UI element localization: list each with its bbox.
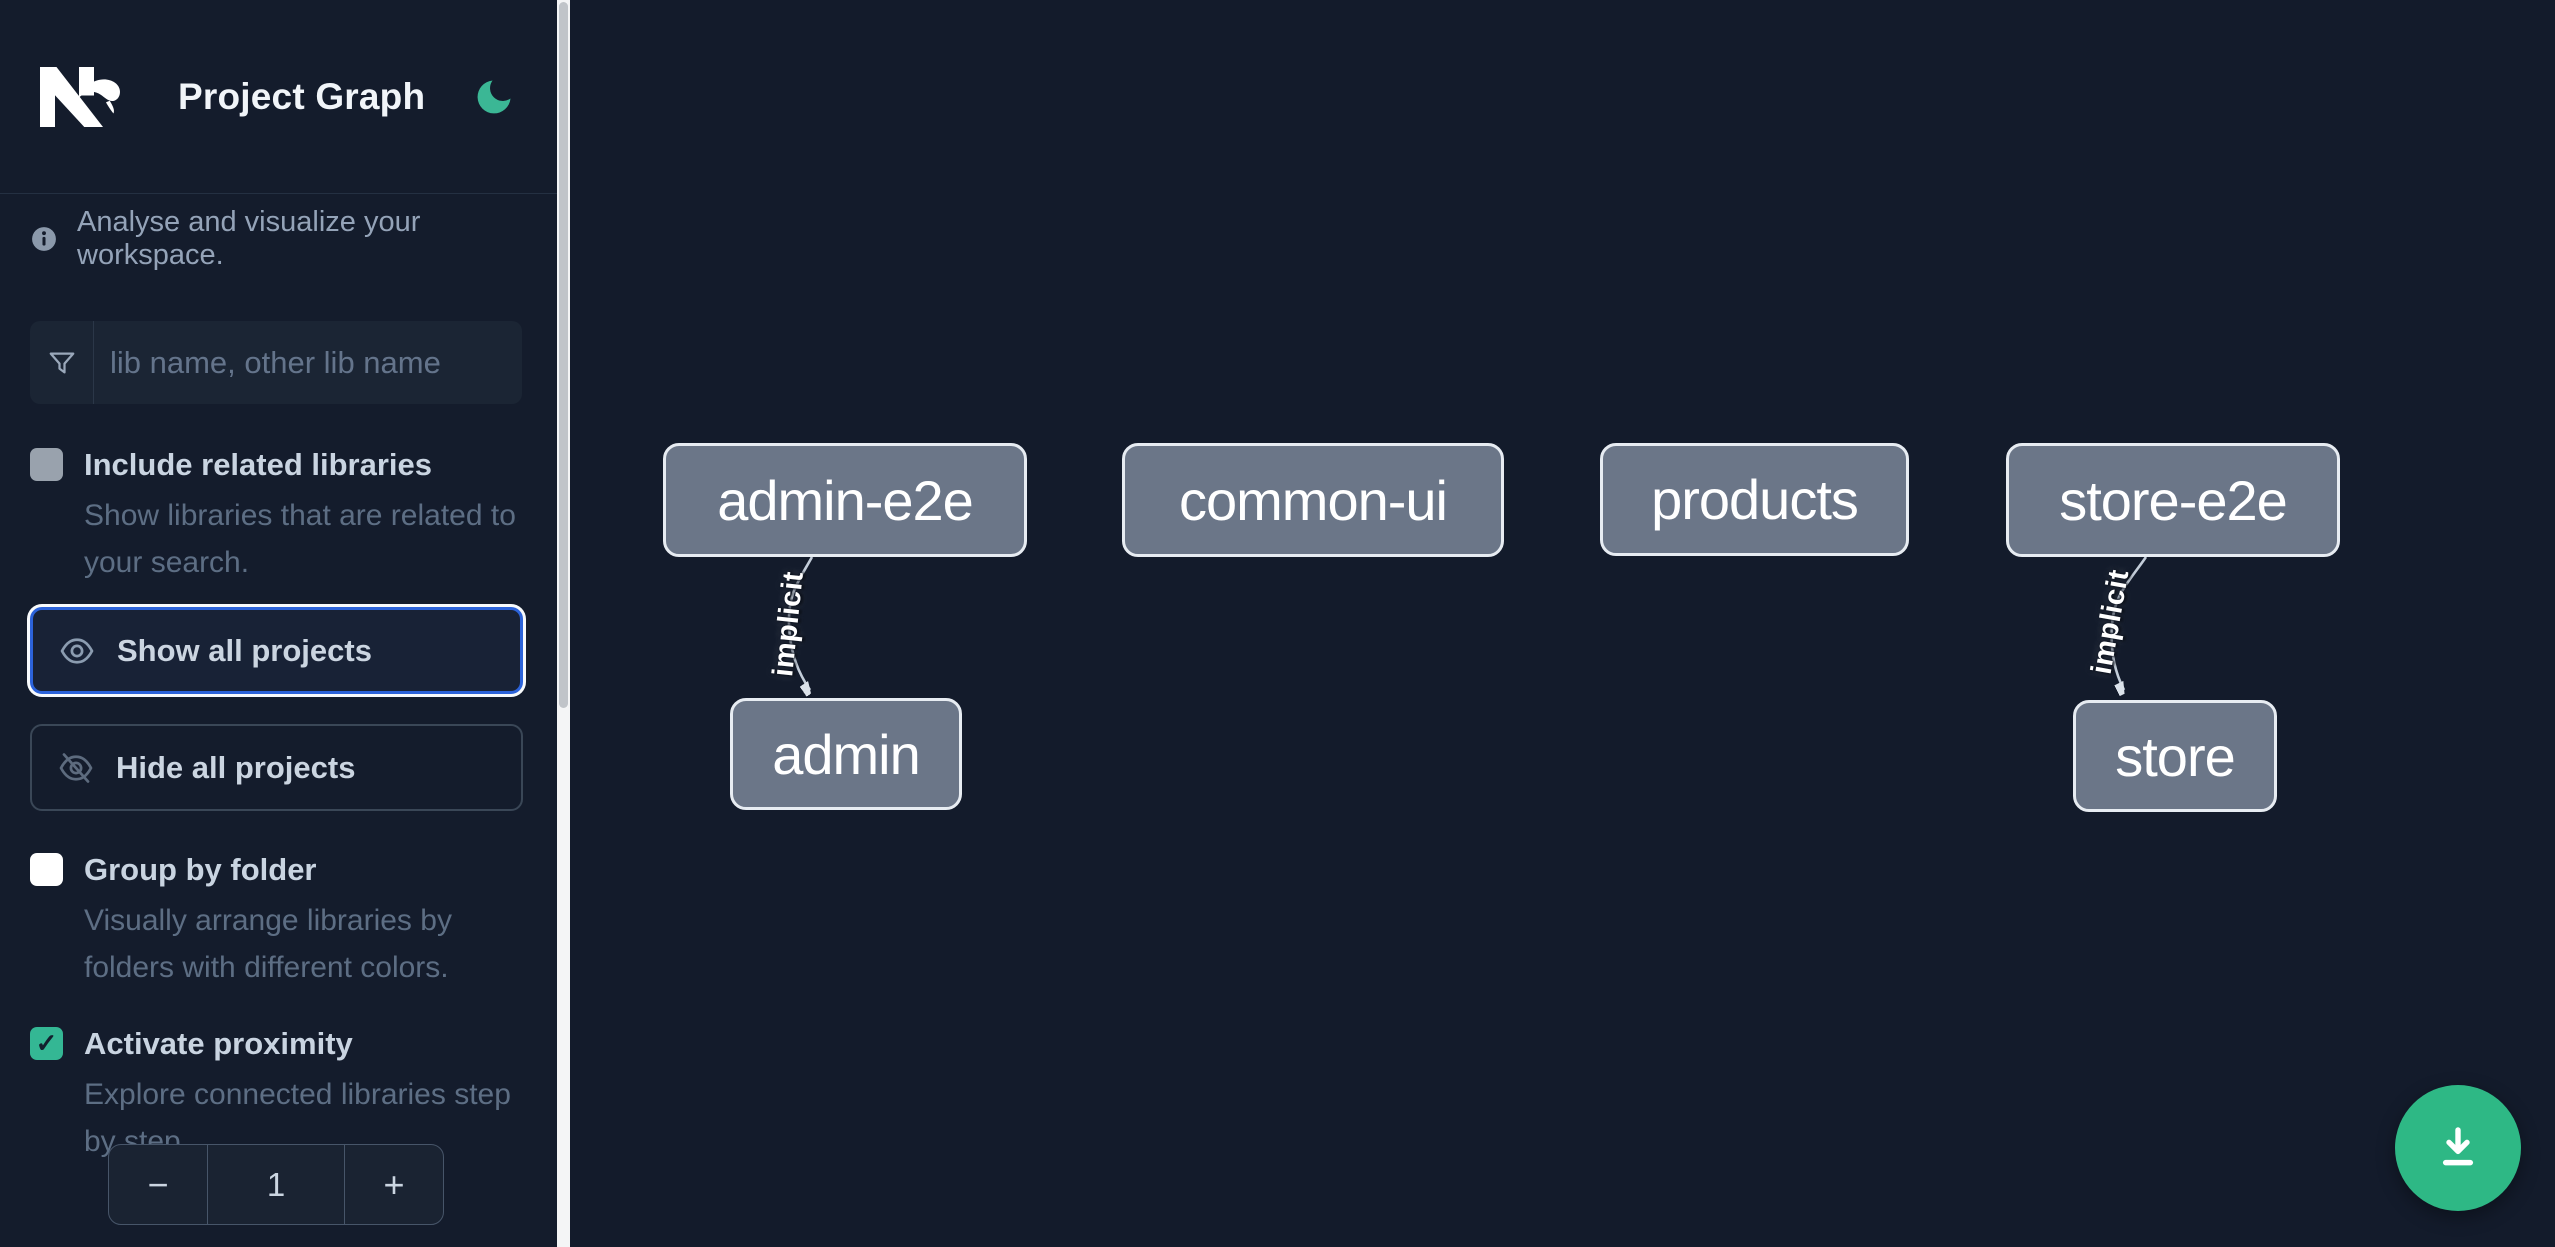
hide-all-projects-label: Hide all projects xyxy=(116,749,356,785)
check-icon: ✓ xyxy=(35,1028,58,1058)
graph-node-store-e2e[interactable]: store-e2e xyxy=(2006,443,2340,557)
proximity-increment-button[interactable]: + xyxy=(383,1163,405,1205)
eye-off-icon xyxy=(59,752,93,783)
graph-node-admin-e2e[interactable]: admin-e2e xyxy=(663,443,1027,557)
group-by-folder-description: Visually arrange libraries by folders wi… xyxy=(84,904,452,984)
info-icon xyxy=(32,227,56,251)
proximity-stepper: − 1 + xyxy=(108,1144,444,1225)
graph-node-products[interactable]: products xyxy=(1600,443,1909,556)
sidebar-scrollbar-thumb[interactable] xyxy=(559,2,568,708)
include-related-label[interactable]: Include related libraries xyxy=(84,447,433,482)
group-by-folder-label[interactable]: Group by folder xyxy=(84,852,317,887)
graph-canvas[interactable] xyxy=(570,0,2555,1247)
search-box xyxy=(30,321,522,404)
include-related-description: Show libraries that are related to your … xyxy=(84,499,516,579)
filter-icon-cell xyxy=(30,321,94,404)
theme-toggle-button[interactable] xyxy=(471,74,517,120)
sidebar-scrollbar[interactable] xyxy=(557,0,570,1247)
group-by-folder-checkbox[interactable] xyxy=(30,853,63,886)
show-all-projects-button[interactable]: Show all projects xyxy=(30,607,523,694)
proximity-value: 1 xyxy=(207,1145,345,1224)
moon-icon xyxy=(477,80,511,113)
activate-proximity-label[interactable]: Activate proximity xyxy=(84,1026,353,1061)
hide-all-projects-button[interactable]: Hide all projects xyxy=(30,724,523,811)
download-fab-button[interactable] xyxy=(2395,1085,2521,1211)
sidebar-header: Project Graph xyxy=(0,0,558,194)
download-icon xyxy=(2442,1127,2474,1166)
show-all-projects-label: Show all projects xyxy=(117,632,372,668)
tagline-text: Analyse and visualize your workspace. xyxy=(77,206,421,271)
tagline-row: Analyse and visualize your workspace. xyxy=(31,206,570,272)
proximity-decrement-button[interactable]: − xyxy=(147,1163,169,1205)
graph-node-common-ui[interactable]: common-ui xyxy=(1122,443,1504,557)
nx-logo-icon xyxy=(40,66,121,127)
graph-node-store[interactable]: store xyxy=(2073,700,2277,812)
include-related-checkbox[interactable] xyxy=(30,448,63,481)
sidebar: Project Graph Analyse and visualize your… xyxy=(0,0,570,1247)
funnel-icon xyxy=(49,352,74,373)
group-by-folder-toggle: Group by folder Visually arrange librari… xyxy=(30,851,530,991)
page-title: Project Graph xyxy=(178,75,426,117)
include-related-toggle: Include related libraries Show libraries… xyxy=(30,446,530,586)
eye-icon xyxy=(60,637,94,664)
activate-proximity-checkbox[interactable]: ✓ xyxy=(30,1027,63,1060)
graph-node-admin[interactable]: admin xyxy=(730,698,962,810)
search-input[interactable] xyxy=(94,321,522,404)
